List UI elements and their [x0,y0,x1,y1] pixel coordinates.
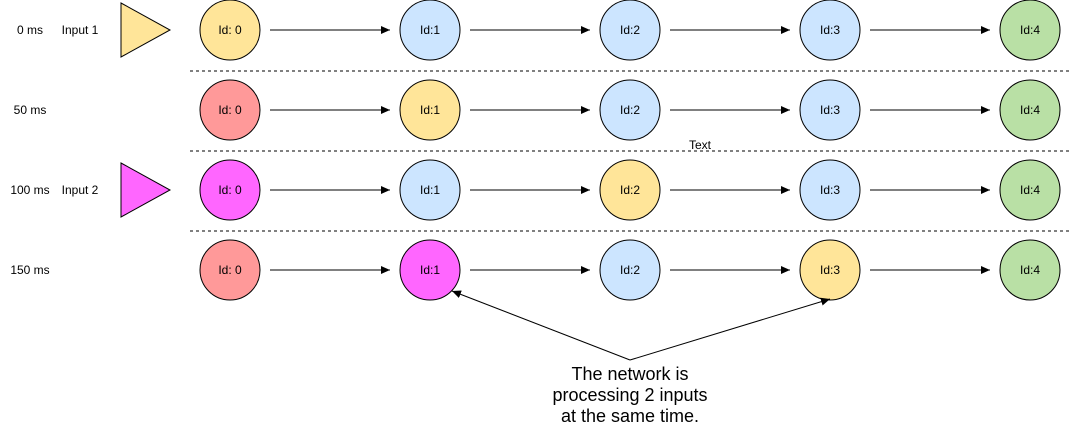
annotation-note: The network is processing 2 inputs at th… [552,364,707,426]
node-circle [199,0,261,61]
node-label: Id:1 [420,23,440,37]
row-separators [190,70,1072,232]
node: Id:4 [999,239,1061,301]
node: Id: 0 [199,159,261,221]
node: Id:3 [799,79,861,141]
time-label: 100 ms [10,183,49,197]
node-label: Id: 0 [218,183,242,197]
pipeline-row: 50 ms Id: 0 Id:1 Id:2 Id:3 Id:4 [14,79,1061,141]
time-label: 50 ms [14,103,47,117]
node-label: Id: 0 [218,23,242,37]
node-label: Id: 0 [218,103,242,117]
annotation-line: processing 2 inputs [552,385,707,405]
node-circle [799,239,861,301]
node-circle [399,79,461,141]
node-label: Id:3 [820,103,840,117]
node: Id:4 [999,79,1061,141]
node: Id:1 [399,239,461,301]
node-circle [999,0,1061,61]
node: Id: 0 [199,0,261,61]
node: Id:1 [399,159,461,221]
node-label: Id:4 [1020,103,1040,117]
node-label: Id:4 [1020,263,1040,277]
time-label: 150 ms [10,263,49,277]
node-circle [799,0,861,61]
node-label: Id:3 [820,183,840,197]
stray-text-label: Text [689,138,712,152]
node: Id:4 [999,159,1061,221]
node-circle [399,159,461,221]
node: Id:3 [799,239,861,301]
node: Id:1 [399,0,461,61]
node-label: Id:2 [620,263,640,277]
node-label: Id:2 [620,103,640,117]
node-label: Id: 0 [218,263,242,277]
node-circle [199,159,261,221]
node-circle [599,159,661,221]
node: Id:1 [399,79,461,141]
pipeline-row: 150 ms Id: 0 Id:1 Id:2 Id:3 Id:4 [10,239,1061,301]
node-circle [199,239,261,301]
annotation-line: The network is [571,364,688,384]
node-label: Id:3 [820,263,840,277]
annotation-arrow-right [629,297,831,361]
node: Id:2 [599,159,661,221]
time-label: 0 ms [17,23,43,37]
node: Id: 0 [199,239,261,301]
node-label: Id:2 [620,183,640,197]
node: Id:2 [599,0,661,61]
annotation-arrow-left [451,290,631,361]
node-circle [399,0,461,61]
node: Id:4 [999,0,1061,61]
node-circle [399,239,461,301]
node-circle [799,159,861,221]
annotation-arrows [451,290,831,361]
pipeline-row: 0 ms Input 1 Id: 0 Id:1 Id:2 Id:3 Id:4 [17,0,1061,61]
node-label: Id:1 [420,263,440,277]
node-label: Id:3 [820,23,840,37]
node: Id: 0 [199,79,261,141]
input-label: Input 2 [62,183,99,197]
input-label: Input 1 [62,23,99,37]
node-label: Id:2 [620,23,640,37]
node-circle [599,79,661,141]
node-circle [599,239,661,301]
input-triangle-icon [120,162,172,218]
node-circle [999,79,1061,141]
node-circle [999,159,1061,221]
annotation-line: at the same time. [561,406,699,426]
input-triangle-icon [120,2,172,58]
node: Id:2 [599,79,661,141]
node-circle [799,79,861,141]
node-circle [199,79,261,141]
node-label: Id:4 [1020,183,1040,197]
pipeline-row: 100 ms Input 2 Id: 0 Id:1 Id:2 Id:3 Id:4 [10,159,1061,221]
node-circle [599,0,661,61]
node: Id:3 [799,0,861,61]
node-label: Id:4 [1020,23,1040,37]
node-label: Id:1 [420,183,440,197]
node-circle [999,239,1061,301]
node: Id:2 [599,239,661,301]
node-label: Id:1 [420,103,440,117]
node: Id:3 [799,159,861,221]
